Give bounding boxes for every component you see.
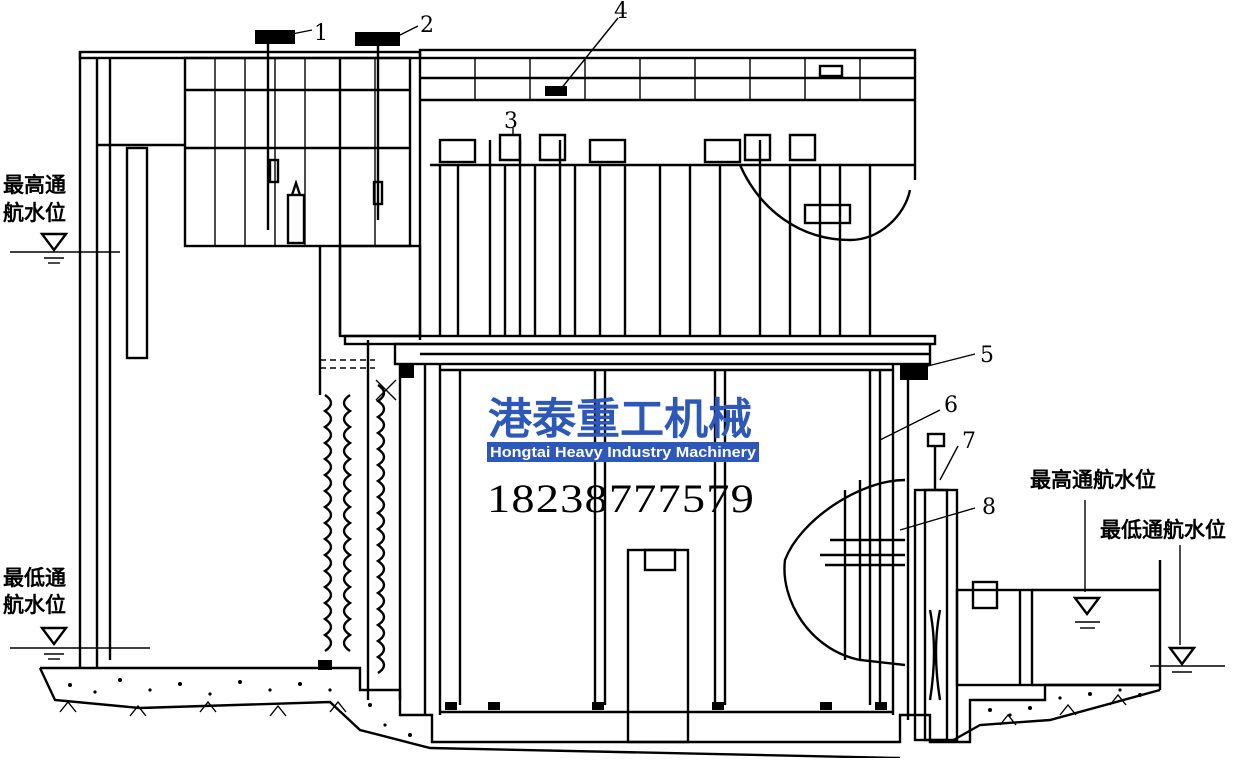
left-low-water-line2: 航水位 [3,593,66,617]
left-low-water-line1: 最低通 [3,566,66,590]
callout-numbers: 1 2 3 4 5 6 7 8 [314,0,996,520]
watermark-company-en: Hongtai Heavy Industry Machinery [490,444,757,461]
right-low-water-label: 最低通航水位 [1100,518,1226,542]
foundation [38,666,1161,760]
callout-1: 1 [314,21,328,46]
left-high-water-line1: 最高通 [3,173,66,197]
callout-leaders [291,17,976,531]
callout-8: 8 [982,495,996,520]
water-level-markers [10,232,1225,673]
callout-7: 7 [962,429,976,454]
hoist-frame [418,48,917,340]
watermark-company-cn: 港泰重工机械 [488,395,752,445]
callout-5: 5 [980,343,994,368]
lower-gate [783,432,1162,742]
upper-head-tower [78,30,422,668]
callout-6: 6 [944,393,958,418]
hoist-chain [318,340,402,700]
callout-3: 3 [504,109,518,134]
watermark: 港泰重工机械 Hongtai Heavy Industry Machinery … [487,395,759,521]
right-high-water-label: 最高通航水位 [1030,468,1156,492]
water-level-labels: 最高通 航水位 最低通 航水位 最高通航水位 最低通航水位 [3,173,1226,617]
callout-4: 4 [614,0,628,24]
deck-girder [343,334,937,380]
watermark-phone: 18238777579 [487,476,755,521]
left-high-water-line2: 航水位 [3,201,66,225]
lock-chamber [423,364,910,744]
watermark-en-banner [487,442,759,462]
callout-2: 2 [420,13,434,38]
